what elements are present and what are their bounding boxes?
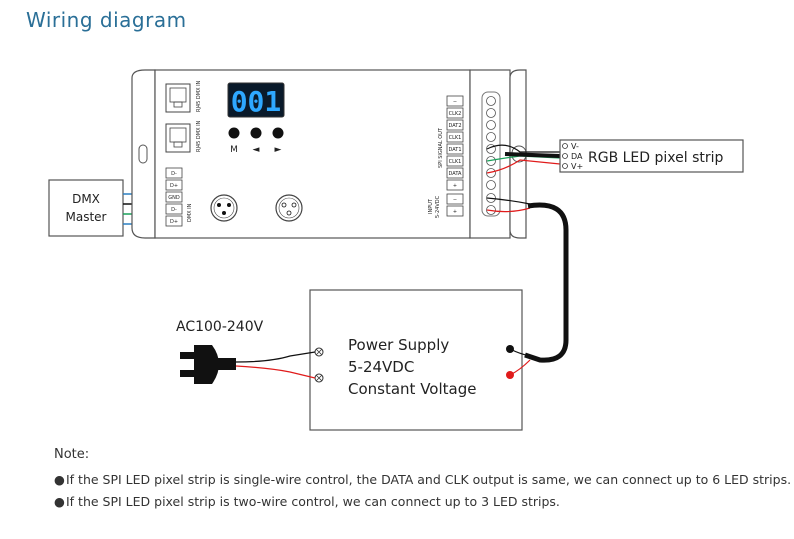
spi-terminal-0: − (453, 99, 457, 105)
note-item-2: ●If the SPI LED pixel strip is two-wire … (54, 494, 560, 509)
terminal-screws (486, 96, 496, 215)
led-terminal-0: V- (571, 142, 579, 151)
led-terminal-2: V+ (571, 162, 583, 171)
dmx-terminal-2: GND (168, 195, 180, 201)
power-input-wires (486, 197, 531, 213)
lcd-display: 001 (227, 82, 285, 118)
power-input-terminals: − + INPUT 5-24VDC (428, 193, 464, 218)
ps-output-wires (509, 348, 531, 376)
left-button (250, 127, 262, 139)
spi-terminal-5: CLK1 (449, 159, 462, 165)
note-title: Note: (54, 447, 90, 462)
ac-plug (180, 345, 236, 384)
note-bullet: ● (54, 494, 65, 509)
note-text-1: If the SPI LED pixel strip is single-wir… (66, 472, 792, 487)
spi-terminal-7: + (453, 183, 457, 189)
spi-terminal-1: CLK2 (449, 111, 462, 117)
dmx-master-line1: DMX (72, 192, 100, 206)
left-button-label: ◄ (253, 145, 260, 155)
dmx-block-label: DMX IN (187, 203, 193, 222)
power-terminal-1: + (453, 209, 457, 215)
input-voltage: 5-24VDC (435, 195, 441, 218)
m-button (228, 127, 240, 139)
xlr-connector-2 (275, 194, 303, 222)
control-buttons: M ◄ ► (228, 127, 284, 155)
rj45-2-label: RJ45 DMX IN (196, 120, 202, 152)
right-button (272, 127, 284, 139)
spi-terminal-block: − CLK2 DAT2 CLK1 DAT1 CLK1 DATA + SPI SI… (438, 95, 464, 191)
input-label: INPUT (428, 198, 434, 214)
led-terminal-1: DA (571, 152, 583, 161)
ps-line3: Constant Voltage (348, 380, 476, 398)
led-strip-label: RGB LED pixel strip (588, 150, 724, 166)
ps-line1: Power Supply (348, 336, 449, 354)
right-button-label: ► (275, 145, 282, 155)
dmx-terminal-0: D- (171, 171, 177, 177)
dmx-master-line2: Master (66, 210, 107, 224)
dmx-master-box: DMX Master (48, 179, 124, 237)
ac-wires (235, 351, 316, 379)
ac-label: AC100-240V (176, 319, 264, 335)
dmx-terminal-1: D+ (170, 183, 178, 189)
controller (131, 69, 527, 239)
spi-label: SPI SIGNAL OUT (438, 127, 444, 168)
spi-terminal-6: DATA (449, 171, 462, 177)
rj45-port-1: RJ45 DMX IN (165, 80, 202, 113)
diagram-title: Wiring diagram (26, 8, 187, 32)
xlr-connector-1 (210, 194, 238, 222)
dmx-terminal-3: D- (171, 207, 177, 213)
ps-line2: 5-24VDC (348, 358, 414, 376)
led-strip: V- DA V+ RGB LED pixel strip (559, 139, 744, 173)
power-terminal-0: − (453, 197, 457, 203)
rj45-port-2: RJ45 DMX IN (165, 120, 202, 153)
power-cable (524, 202, 569, 363)
dmx-terminal-4: D+ (170, 219, 178, 225)
power-supply: Power Supply 5-24VDC Constant Voltage (309, 289, 523, 431)
led-strip-cable (504, 152, 561, 158)
lcd-value: 001 (231, 85, 282, 118)
spi-terminal-4: DAT1 (448, 147, 461, 153)
spi-terminal-2: DAT2 (448, 123, 461, 129)
note-bullet: ● (54, 472, 65, 487)
dmx-terminal-block: D- D+ GND D- D+ DMX IN (165, 167, 193, 227)
m-button-label: M (230, 145, 238, 155)
note-text-2: If the SPI LED pixel strip is two-wire c… (66, 494, 560, 509)
rj45-1-label: RJ45 DMX IN (196, 80, 202, 112)
note-item-1: ●If the SPI LED pixel strip is single-wi… (54, 472, 791, 487)
spi-terminal-3: CLK1 (449, 135, 462, 141)
